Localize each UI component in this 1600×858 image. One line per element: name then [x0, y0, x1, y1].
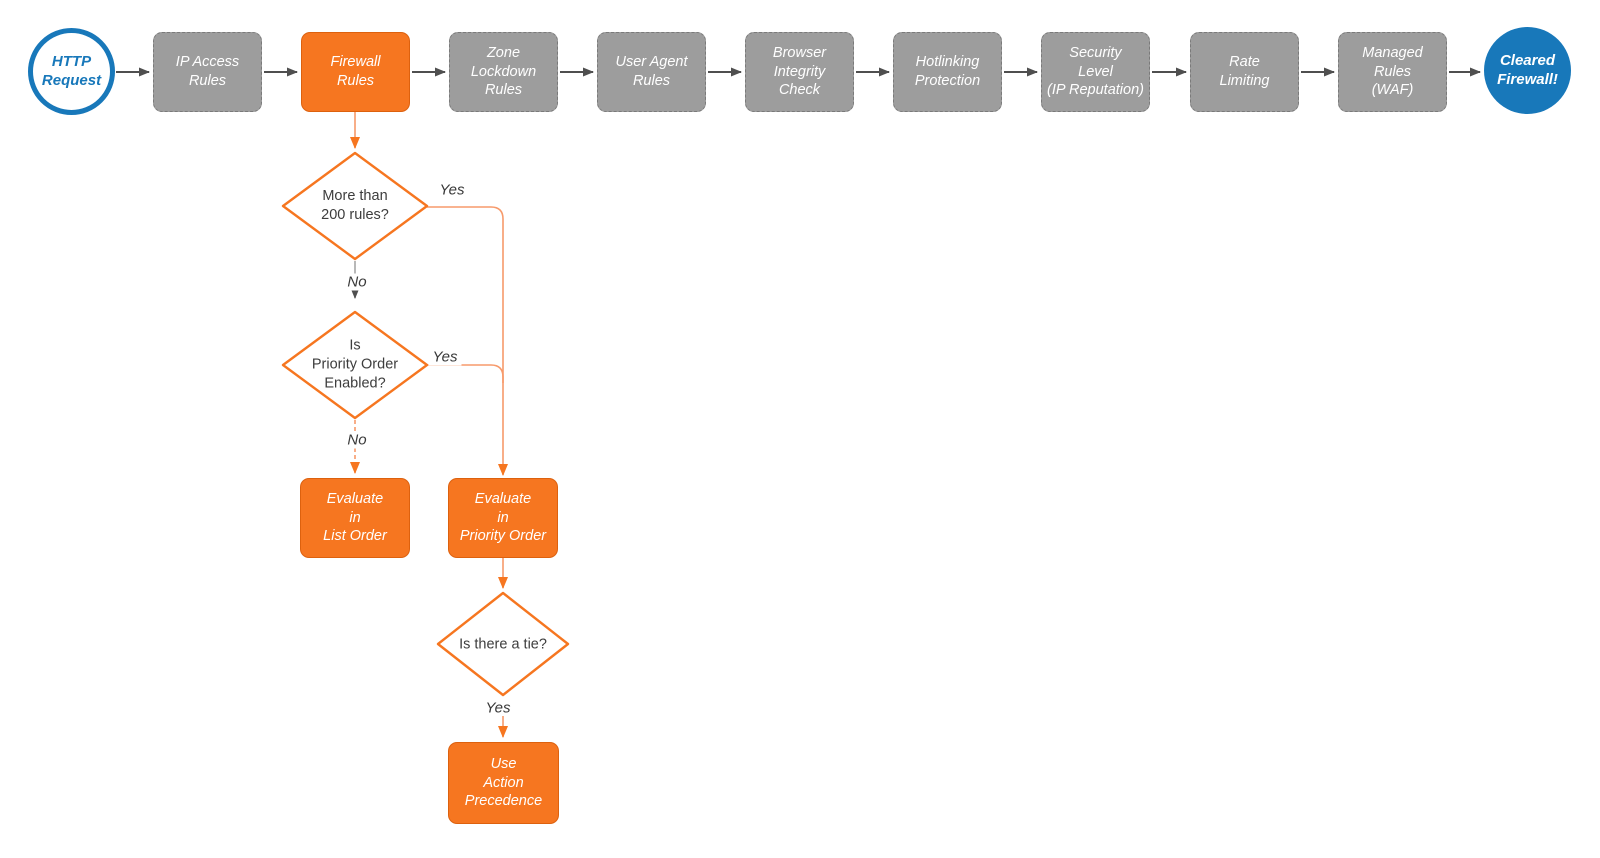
node-user-agent-rules: User Agent Rules [597, 32, 706, 112]
edge-label-no-rules-count: No [343, 273, 371, 291]
node-evaluate-in-list-order: Evaluate in List Order [300, 478, 410, 558]
node-managed-rules-waf: Managed Rules (WAF) [1338, 32, 1447, 112]
decision-more-than-200-rules-shape [281, 151, 429, 261]
node-browser-integrity-check: Browser Integrity Check [745, 32, 854, 112]
node-http-request: HTTP Request [28, 28, 115, 115]
node-security-level: Security Level (IP Reputation) [1041, 32, 1150, 112]
node-ip-access-rules: IP Access Rules [153, 32, 262, 112]
node-hotlinking-protection: Hotlinking Protection [893, 32, 1002, 112]
node-evaluate-in-priority-order: Evaluate in Priority Order [448, 478, 558, 558]
decision-priority-order-enabled-shape [281, 310, 429, 420]
edge-label-no-priority-enabled: No [343, 431, 371, 449]
node-zone-lockdown-rules: Zone Lockdown Rules [449, 32, 558, 112]
connector-decision1-yes [427, 206, 508, 476]
edge-label-yes-tie: Yes [485, 699, 511, 717]
decision-more-than-200-rules-label: More than 200 rules? [321, 188, 389, 223]
node-rate-limiting: Rate Limiting [1190, 32, 1299, 112]
decision-priority-order-enabled-label: Is Priority Order Enabled? [311, 337, 399, 392]
edge-label-yes-priority-enabled: Yes [428, 348, 462, 366]
decision-is-there-a-tie-label: Is there a tie? [459, 636, 547, 653]
edge-label-yes-rules-count: Yes [439, 181, 465, 199]
node-cleared-firewall: Cleared Firewall! [1484, 27, 1571, 114]
node-firewall-rules: Firewall Rules [301, 32, 410, 112]
connector-decision2-yes [427, 364, 504, 383]
decision-is-there-a-tie-shape [436, 591, 570, 697]
node-use-action-precedence: Use Action Precedence [448, 742, 559, 824]
